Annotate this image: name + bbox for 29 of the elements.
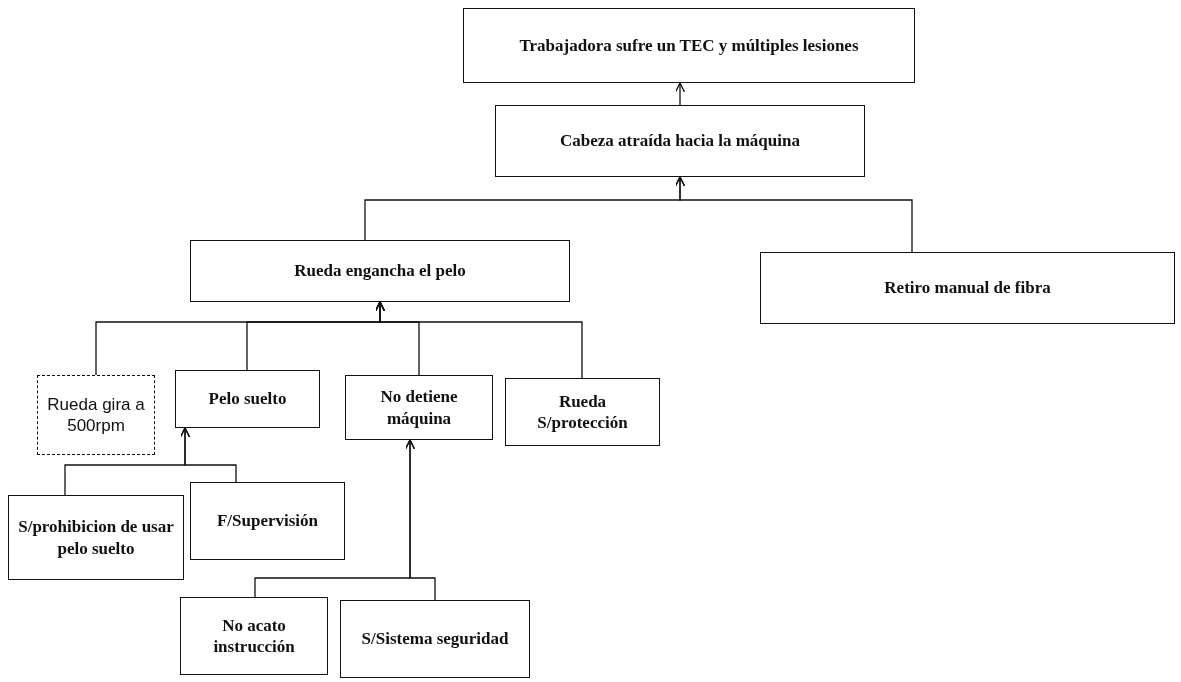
arrow: [674, 176, 913, 253]
cause-box: [345, 375, 493, 440]
cause-box: [505, 378, 660, 446]
box-label: Trabajadora sufre un TEC y múltiples lesiones: [519, 34, 859, 57]
box-label: S/Sistema seguridad: [361, 628, 509, 650]
cause-box: [495, 105, 865, 177]
cause-box: [175, 370, 320, 428]
box-label: Retiro manual de fibra: [884, 277, 1051, 299]
box-label: Rueda S/protección: [536, 390, 629, 434]
box-label: Cabeza atraída hacia la máquina: [560, 130, 800, 152]
box-label: No detiene máquina: [379, 386, 459, 429]
arrow: [374, 301, 583, 379]
cause-box: [37, 375, 155, 455]
arrow: [404, 439, 436, 601]
box-label: No acato instrucción: [212, 614, 296, 658]
cause-box: [180, 597, 328, 675]
arrow: [674, 82, 686, 106]
box-label: S/prohibicion de usar pelo suelto: [17, 516, 175, 559]
cause-box: [340, 600, 530, 678]
cause-box: [190, 240, 570, 302]
box-label: Rueda engancha el pelo: [294, 260, 466, 282]
box-label: Pelo suelto: [208, 388, 287, 410]
box-label: Rueda gira a 500rpm: [46, 393, 146, 437]
box-label: F/Supervisión: [216, 510, 319, 532]
cause-box: [463, 8, 915, 83]
arrow: [179, 427, 237, 483]
cause-box: [760, 252, 1175, 324]
cause-box: [190, 482, 345, 560]
cause-box: [8, 495, 184, 580]
